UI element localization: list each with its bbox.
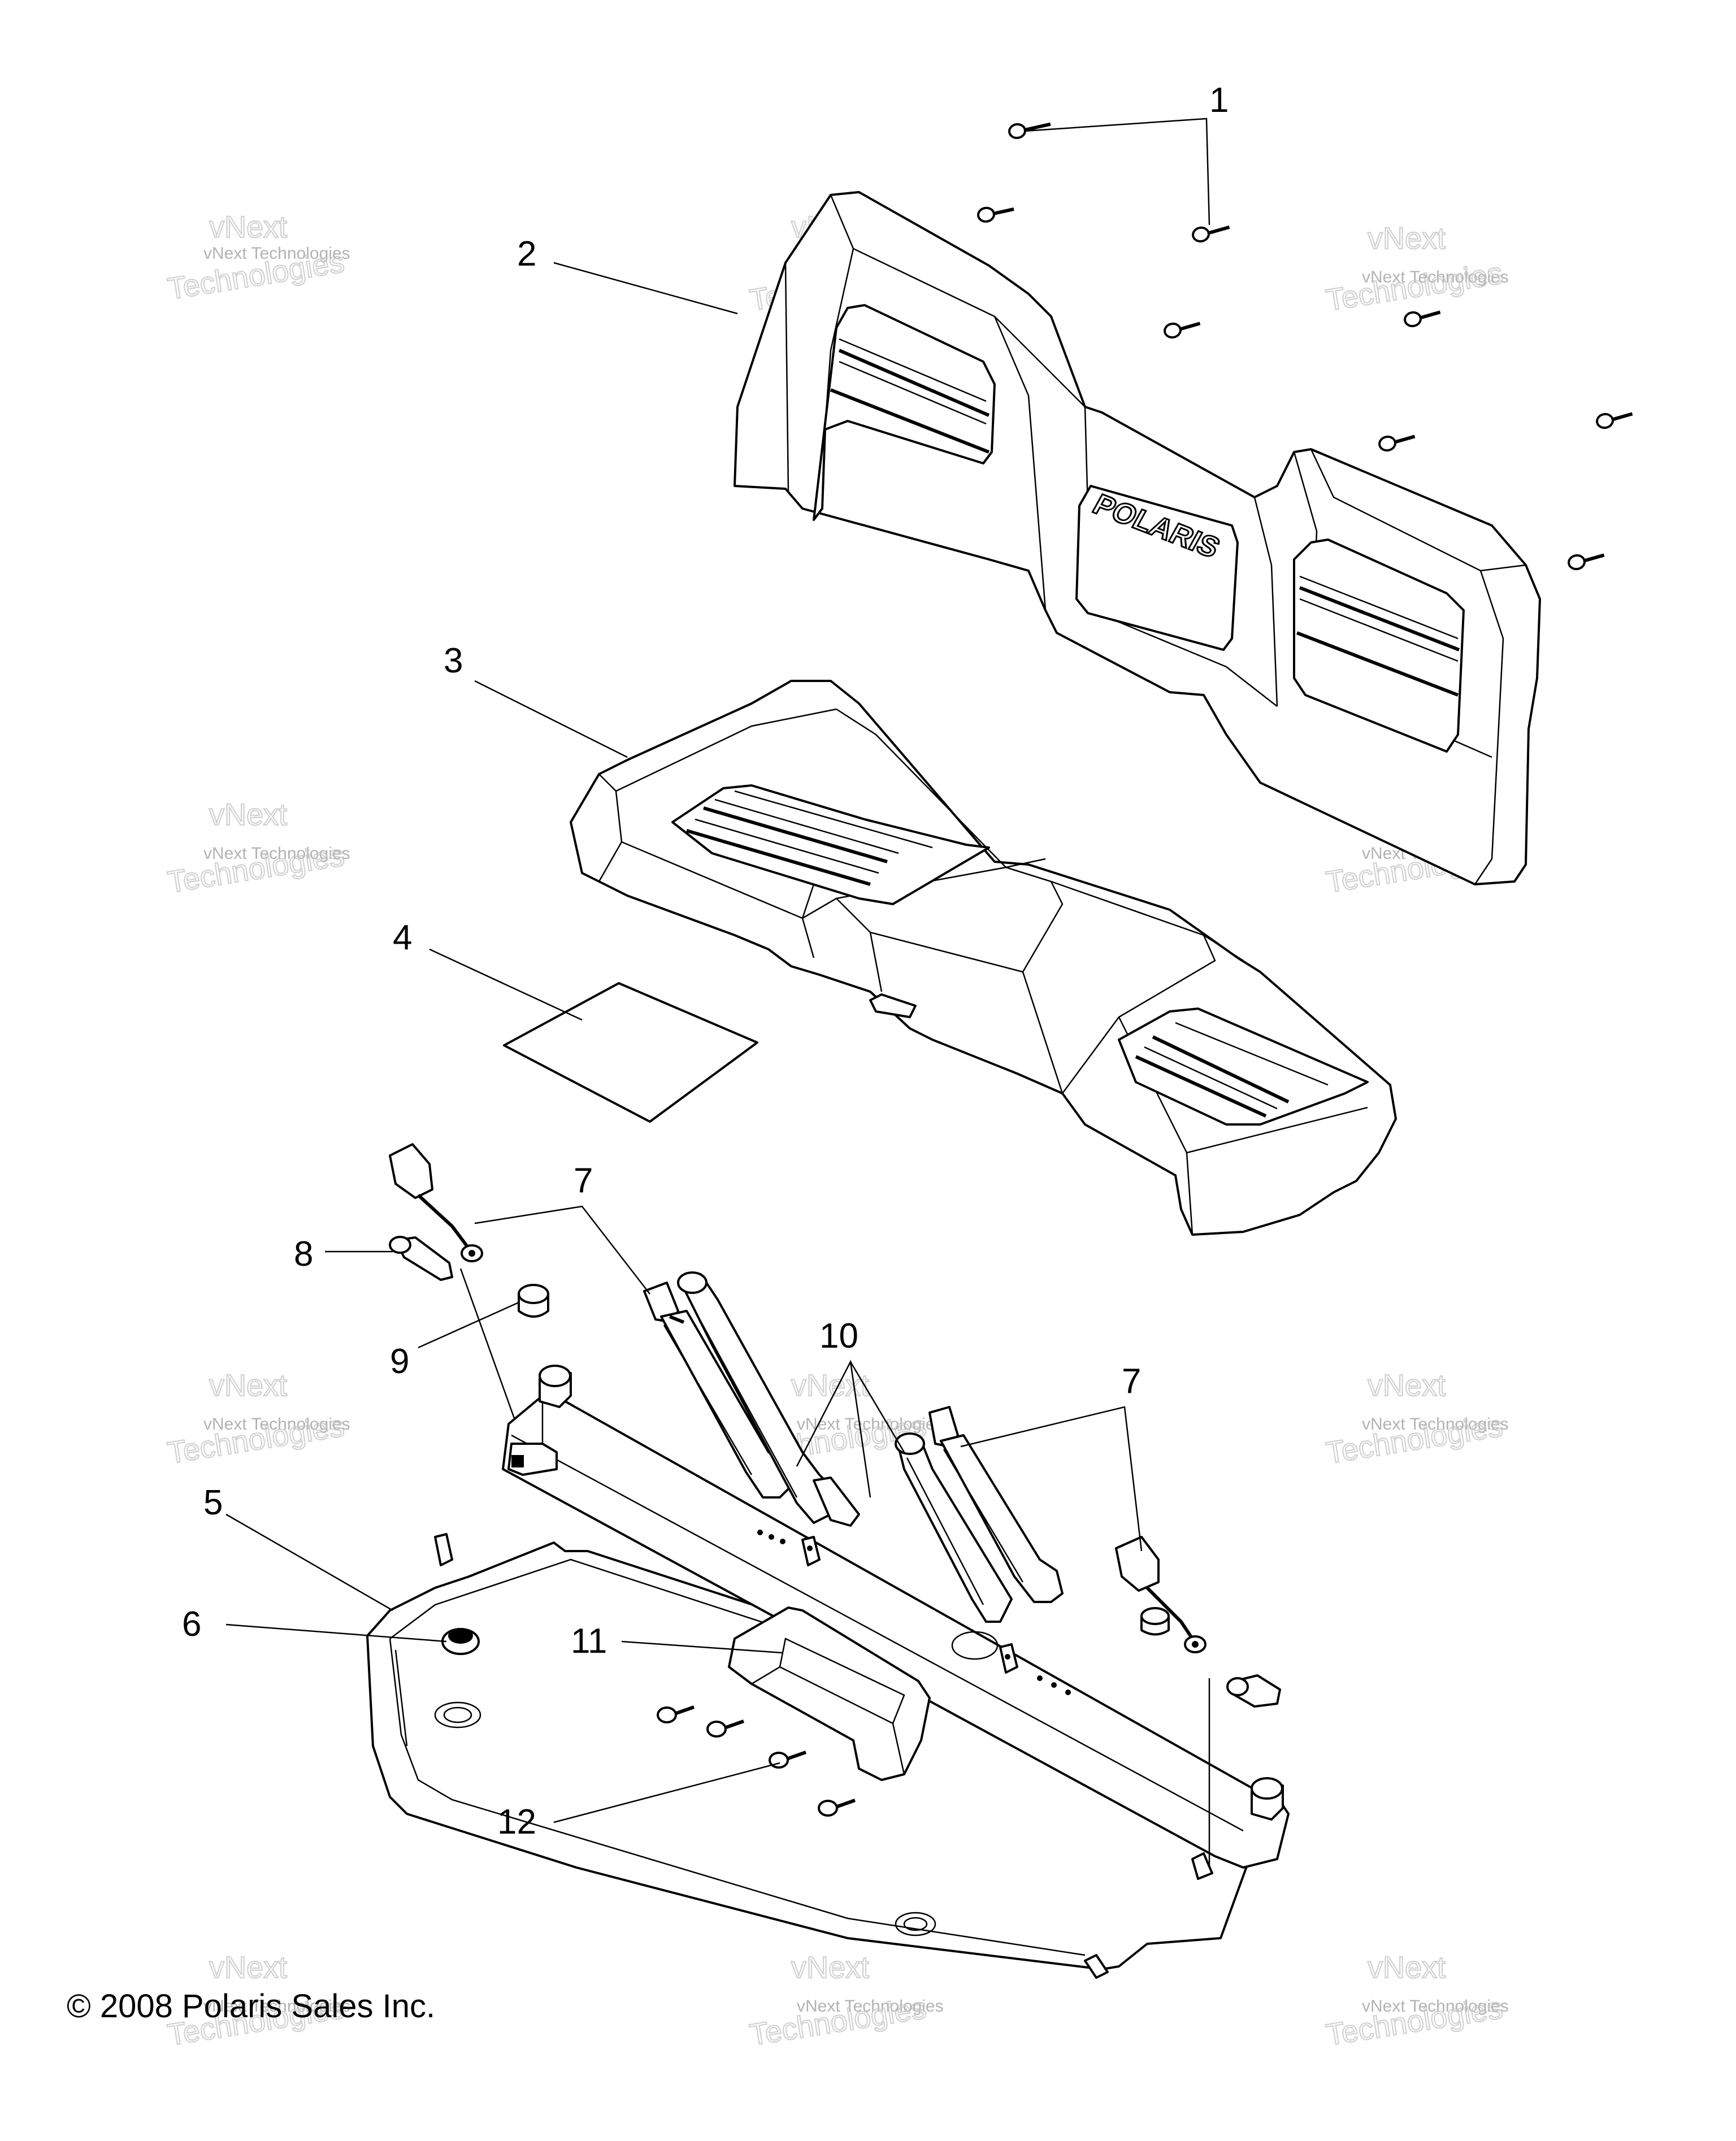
watermark: vNext vNext Technologies Technologies: [747, 1950, 944, 2053]
callout-7a: 7: [574, 1161, 593, 1200]
callout-8: 8: [294, 1235, 313, 1274]
watermark-line2: vNext Technologies: [203, 844, 350, 863]
watermark: vNext vNext Technologies Technologies: [1323, 1368, 1509, 1471]
watermark-line1: vNext: [209, 798, 287, 832]
bolt-part-8: [389, 1236, 1281, 1708]
seat-backrest-part-2: POLARIS: [734, 191, 1541, 885]
seat-cushion-part-3: [570, 680, 1397, 1236]
decal-part-4: [503, 982, 758, 1123]
watermark-line1: vNext: [209, 210, 287, 244]
callout-7b: 7: [1122, 1362, 1141, 1401]
watermark: vNext vNext Technologies Technologies: [1323, 221, 1509, 318]
callout-6: 6: [182, 1605, 201, 1644]
watermark-line2: vNext Technologies: [1362, 1997, 1509, 2016]
callout-10: 10: [819, 1317, 858, 1356]
watermark-line1: vNext: [209, 1951, 287, 1984]
watermark-line1: vNext: [1368, 1369, 1446, 1402]
watermark-line2: vNext Technologies: [1362, 1415, 1509, 1434]
grommet-part-6: [441, 1628, 480, 1655]
watermark-line1: vNext: [1368, 222, 1446, 255]
callouts: 1 2 3 4 5 6 7 7 8 9 10 11 12: [182, 81, 1229, 1842]
watermark-line1: vNext: [209, 1369, 287, 1402]
copyright-text: © 2008 Polaris Sales Inc.: [67, 1988, 435, 2025]
watermark: vNext vNext Technologies Technologies: [164, 210, 350, 307]
watermark-line1: vNext: [791, 1951, 869, 1984]
watermark: vNext vNext Technologies Technologies: [1323, 1950, 1509, 2053]
watermark-line1: vNext: [791, 1369, 869, 1402]
screws-part-1: [977, 122, 1633, 571]
watermark: vNext vNext Technologies Technologies: [164, 1368, 350, 1471]
watermark-line2: vNext Technologies: [203, 244, 350, 263]
belt-strap-right: [928, 1406, 1064, 1603]
callout-2: 2: [517, 234, 536, 273]
watermark-line2: vNext Technologies: [203, 1997, 350, 2016]
callout-3: 3: [444, 641, 463, 680]
watermark: vNext vNext Technologies Technologies: [164, 797, 350, 900]
watermark-line3: Technologies: [1323, 256, 1505, 318]
callout-12: 12: [497, 1803, 536, 1842]
bushing-part-9: [518, 1284, 1170, 1636]
watermark-line2: vNext Technologies: [797, 1997, 944, 2016]
watermark-line1: vNext: [1368, 1951, 1446, 1984]
watermark-line2: vNext Technologies: [203, 1415, 350, 1434]
seat-belt-part-7: [389, 1143, 1206, 1653]
callout-1: 1: [1209, 81, 1229, 120]
belt-buckle-left: [389, 1143, 483, 1262]
callout-11: 11: [571, 1622, 607, 1661]
seat-frame-crossmember: [502, 1365, 1290, 1880]
seat-belt-part-10: [677, 1271, 1013, 1623]
watermark-line2: vNext Technologies: [1362, 268, 1509, 286]
leader-lines: [225, 118, 1210, 1868]
callout-5: 5: [203, 1483, 223, 1522]
callout-4: 4: [393, 918, 412, 957]
callout-9: 9: [390, 1342, 409, 1381]
screws-part-12: [657, 1705, 856, 1817]
belt-buckle-right: [1115, 1536, 1206, 1653]
